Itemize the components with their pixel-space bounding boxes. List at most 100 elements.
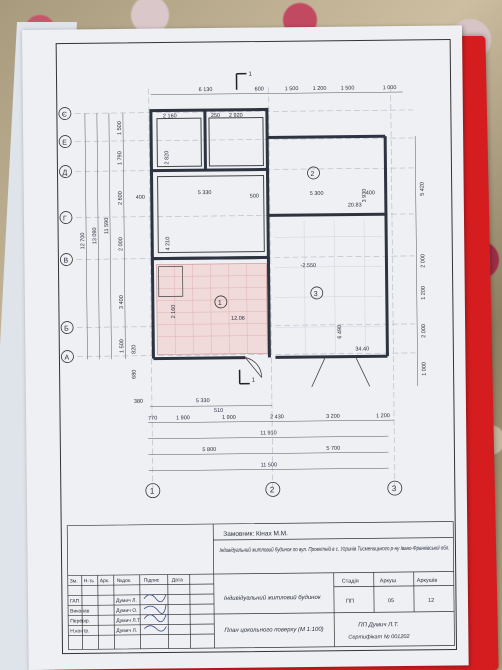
axis-number: 3: [392, 484, 397, 493]
floor-plan-drawing: 1 2 3 Є Е Д Г В Б А 1 2 3 1 1 6 130 600 …: [55, 39, 458, 655]
col-header: №док.: [117, 578, 132, 584]
left-dimension-lines: [84, 112, 126, 360]
dim-label: 6 130: [199, 87, 213, 93]
axis-number-bubbles: [145, 480, 403, 499]
dim-label: 400: [136, 195, 145, 201]
inner-rooms: [156, 116, 265, 254]
dim-label: 5 420: [420, 182, 426, 196]
stage-label: Аркушів: [417, 578, 438, 584]
dim-label: 250: [211, 113, 220, 119]
role: Перевір.: [70, 618, 90, 624]
bottom-dimensions: 380 5 330 510 770 1 900 1 900 2 430 3 20…: [134, 398, 390, 468]
dim-label: 1 000: [421, 362, 427, 376]
tiled-room-1: [156, 263, 268, 355]
col-header: Дата: [172, 577, 183, 583]
dim-label: 20.83: [348, 202, 362, 208]
doors: [245, 356, 371, 388]
dim-label: 2 430: [270, 414, 284, 420]
section-label-top: 1: [248, 72, 252, 78]
stage-value: 05: [388, 598, 394, 604]
role: ГАП: [70, 598, 80, 604]
person: Думич Л.: [116, 598, 137, 604]
dim-label: 400: [366, 190, 375, 196]
room-1-label: 1: [218, 300, 222, 307]
bottom-dimension-lines: [148, 405, 395, 471]
role: Виконав: [70, 608, 90, 614]
walls: [149, 107, 389, 361]
stage-value: 12: [428, 598, 434, 604]
person: Думич Л.: [116, 628, 137, 634]
section-markers: [235, 72, 250, 385]
dim-label: 12 700: [80, 233, 86, 250]
dim-label: 5 330: [198, 190, 212, 196]
axis-letter: В: [63, 258, 68, 265]
room-markers: [214, 166, 324, 309]
dim-label: 11 590: [104, 218, 110, 234]
dim-label: 1 790: [117, 151, 123, 165]
drawing-sheet: 1 2 3 Є Е Д Г В Б А 1 2 3 1 1 6 130 600 …: [22, 25, 469, 670]
dim-label: 1 200: [313, 86, 327, 92]
right-dimensions: 5 420 2 000 1 200 2 000 1 000: [420, 182, 428, 376]
dim-label: 380: [134, 399, 143, 405]
dim-label: 2 000: [420, 254, 426, 268]
col-header: Підпис: [144, 578, 160, 584]
axis-letter: Б: [64, 326, 69, 333]
sheet-frame: [55, 39, 458, 655]
stage-value: ПП: [346, 599, 354, 605]
dim-label: 3 200: [326, 414, 340, 420]
dim-label: 1 000: [383, 85, 397, 91]
left-dimensions: 12 700 13 090 11 590 1 500 1 790 2 600 2…: [80, 121, 138, 379]
stage-label: Стадія: [342, 579, 359, 585]
dim-label: 1 500: [117, 121, 123, 135]
dim-label: -2.550: [300, 263, 316, 269]
axis-letters: Є Е Д Г В Б А: [62, 112, 70, 362]
dim-label: 2 160: [171, 305, 177, 319]
dim-label: 5 330: [196, 398, 210, 404]
axis-letter: Г: [63, 216, 67, 223]
room-2-label: 2: [310, 171, 314, 178]
dim-label: 12.06: [231, 316, 245, 322]
dim-label: 13 090: [92, 227, 98, 244]
top-dimensions: 6 130 600 1 500 1 200 1 500 1 000: [199, 85, 397, 93]
certificate: Сертифікат № 001202: [348, 634, 409, 641]
dim-label: 510: [214, 408, 223, 414]
sheet-title: План цокольного поверху (М 1:100): [224, 627, 323, 634]
dim-label: 5 300: [310, 191, 324, 197]
project-title: Індивідуальний житловий будинок по вул. …: [219, 545, 449, 554]
dim-label: 11 500: [261, 462, 277, 468]
dim-label: 2 920: [229, 113, 243, 119]
stamp-column-headers: Зм. Н-ть Арк. №док. Підпис Дата: [70, 577, 183, 584]
col-header: Арк.: [100, 578, 110, 584]
dim-label: 2 000: [421, 324, 427, 338]
axis-letter: Д: [62, 170, 67, 177]
dim-label: 2 600: [118, 191, 124, 205]
person: Думич О.: [116, 608, 138, 614]
dim-label: 3 930: [362, 189, 368, 203]
dim-label: 1 900: [222, 415, 236, 421]
room-3-label: 3: [314, 291, 318, 298]
axis-letter: Е: [62, 140, 67, 147]
dim-label: 1 500: [285, 86, 299, 92]
dim-label: 1 200: [421, 286, 427, 300]
dim-label: 6 490: [337, 325, 343, 339]
dim-label: 770: [148, 416, 157, 422]
stamp-roles: ГАП Виконав Перевір. Н.контр. Думич Л. Д…: [70, 598, 141, 635]
axis-number: 2: [270, 485, 275, 494]
right-dimension-line: [414, 135, 418, 386]
dim-label: 820: [131, 345, 137, 354]
dim-label: 500: [250, 194, 259, 200]
room-3-grid: [274, 220, 384, 354]
axis-grid: [74, 86, 416, 489]
axis-number: 1: [150, 487, 155, 496]
company-name: ПП Думич Л.Т.: [358, 622, 399, 628]
dim-label: 2 000: [118, 237, 124, 251]
dim-label: 680: [132, 370, 138, 379]
top-dimension-line: [150, 91, 403, 95]
customer-line: Замовник: Кінах М.М.: [223, 529, 288, 538]
dim-label: 3 400: [119, 295, 125, 309]
title-block-lines: [66, 521, 455, 650]
person: Думич Л.Т.: [116, 618, 141, 624]
stage-label: Аркуш: [380, 578, 397, 584]
section-label-bottom: 1: [252, 378, 256, 384]
axis-letter: А: [64, 355, 69, 362]
